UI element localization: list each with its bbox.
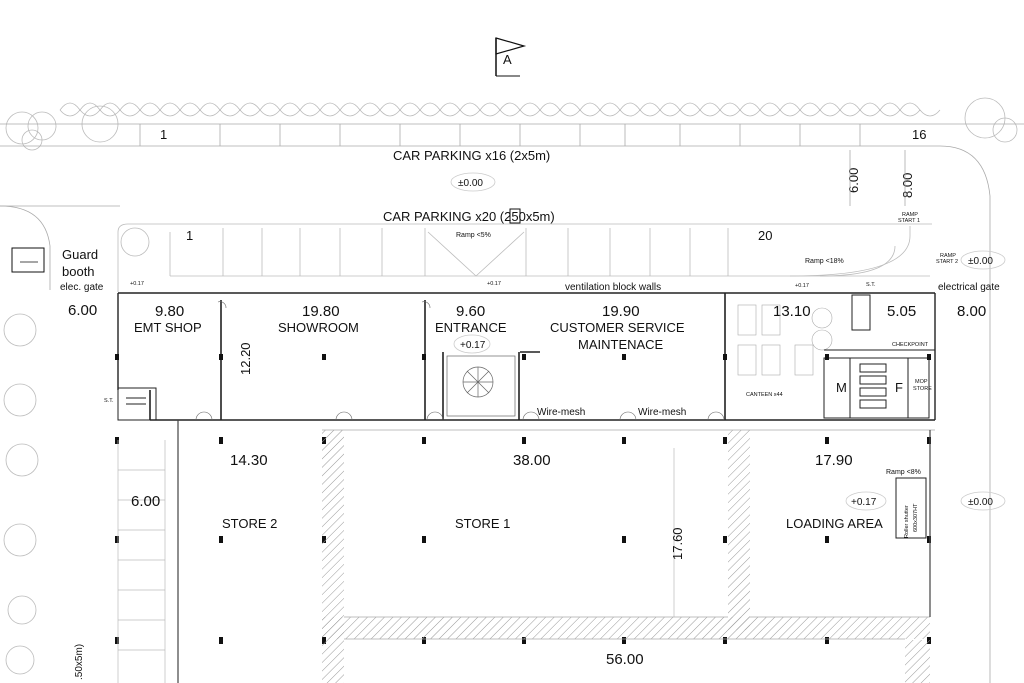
elec-gate-left: elec. gate	[60, 282, 104, 293]
service-room-left	[117, 387, 157, 421]
dim-38: 38.00	[513, 452, 551, 469]
svg-text:Roller shutter: Roller shutter	[904, 505, 910, 538]
level-mark-loading: +0.17	[845, 491, 887, 511]
level-mark-right: ±0.00	[960, 250, 1006, 270]
covered-parking	[117, 223, 932, 292]
door-swings	[195, 301, 725, 421]
level-mark-street: ±0.00	[450, 172, 496, 192]
north-letter: A	[503, 52, 512, 67]
parking-boxed-digit-frame	[509, 208, 521, 224]
svg-text:RAMP: RAMP	[902, 212, 918, 218]
dim-56: 56.00	[606, 651, 644, 668]
svg-text:S.T.: S.T.	[866, 282, 876, 288]
left-parking-stalls	[117, 440, 166, 683]
side-parking-label: .50x5m)	[74, 644, 85, 680]
guard-label-1: Guard	[62, 247, 98, 262]
upper-parking-first: 1	[160, 127, 167, 142]
upper-parking-strip	[0, 123, 1024, 683]
svg-text:S.T.: S.T.	[104, 398, 114, 404]
interior-walls	[149, 293, 935, 421]
svg-text:RAMP: RAMP	[940, 253, 956, 259]
front-facade	[117, 292, 936, 420]
toilet-block	[823, 349, 935, 419]
room-loading-area: LOADING AREA	[786, 516, 883, 531]
upper-parking-label: CAR PARKING x16 (2x5m)	[393, 148, 550, 163]
toilet-female: F	[895, 380, 903, 395]
dim-9-60: 9.60	[456, 303, 485, 320]
ramp-18: Ramp <18%	[805, 258, 844, 265]
toilet-male: M	[836, 380, 847, 395]
dim-6-vertical: 6.00	[846, 168, 861, 193]
level-mark-entrance: +0.17	[453, 334, 491, 354]
room-canteen: CANTEEN x44	[746, 392, 783, 398]
dim-6-low: 6.00	[131, 493, 160, 510]
svg-text:START 2: START 2	[936, 259, 958, 265]
room-store-1: STORE 1	[455, 516, 510, 531]
svg-text:+0.17: +0.17	[460, 340, 486, 351]
dim-19-80: 19.80	[302, 303, 340, 320]
dim-8-vertical: 8.00	[900, 173, 915, 198]
room-entrance: ENTRANCE	[435, 320, 507, 335]
roller-shutter: Roller shutter 600x307HT	[895, 477, 927, 539]
room-customer-service: CUSTOMER SERVICE	[550, 320, 685, 335]
wire-mesh-2: Wire-mesh	[638, 407, 686, 418]
ventilation-note: ventilation block walls	[565, 282, 661, 293]
lower-parking-label: CAR PARKING x20 (250x5m)	[383, 209, 555, 224]
structural-columns	[115, 354, 931, 644]
dim-14-30: 14.30	[230, 452, 268, 469]
dim-13-10: 13.10	[773, 303, 811, 320]
svg-text:START 1: START 1	[898, 218, 920, 224]
room-showroom: SHOWROOM	[278, 320, 359, 335]
svg-text:+0.17: +0.17	[851, 497, 877, 508]
canteen-furniture	[737, 294, 871, 376]
elec-gate-right: electrical gate	[938, 282, 1000, 293]
svg-text:±0.00: ±0.00	[458, 178, 483, 189]
lower-parking-first: 1	[186, 228, 193, 243]
dim-17-60: 17.60	[670, 527, 685, 560]
room-checkpoint: CHECKPOINT	[892, 342, 929, 348]
wire-mesh-1: Wire-mesh	[537, 407, 585, 418]
dim-12-20: 12.20	[238, 342, 253, 375]
lower-parking-last: 20	[758, 228, 772, 243]
room-emt-shop: EMT SHOP	[134, 320, 202, 335]
hedge-top	[5, 97, 1018, 151]
dim-9-80: 9.80	[155, 303, 184, 320]
svg-text:+0.17: +0.17	[487, 281, 501, 287]
svg-text:+0.17: +0.17	[130, 281, 144, 287]
dim-5-05: 5.05	[887, 303, 916, 320]
svg-text:±0.00: ±0.00	[968, 256, 993, 267]
level-mark-right-low: ±0.00	[960, 491, 1006, 511]
round-planter-icon	[120, 227, 150, 257]
dim-8-right: 8.00	[957, 303, 986, 320]
ramp-5: Ramp <5%	[456, 232, 491, 239]
entrance-stair	[446, 355, 516, 417]
svg-text:600x307HT: 600x307HT	[913, 503, 919, 532]
room-maintenance: MAINTENACE	[578, 337, 664, 352]
dim-19-90: 19.90	[602, 303, 640, 320]
svg-text:±0.00: ±0.00	[968, 497, 993, 508]
trees-left	[3, 313, 39, 675]
svg-text:+0.17: +0.17	[795, 283, 809, 289]
svg-text:MOP: MOP	[915, 379, 928, 385]
guard-label-2: booth	[62, 264, 95, 279]
room-store-2: STORE 2	[222, 516, 277, 531]
warehouse-walls	[177, 420, 935, 683]
dim-17-90: 17.90	[815, 452, 853, 469]
north-flag-icon: A	[495, 37, 527, 77]
ramp-8: Ramp <8%	[886, 469, 921, 476]
upper-parking-last: 16	[912, 127, 926, 142]
guard-booth	[11, 247, 45, 273]
svg-text:STORE: STORE	[913, 386, 932, 392]
dim-6-left: 6.00	[68, 302, 97, 319]
